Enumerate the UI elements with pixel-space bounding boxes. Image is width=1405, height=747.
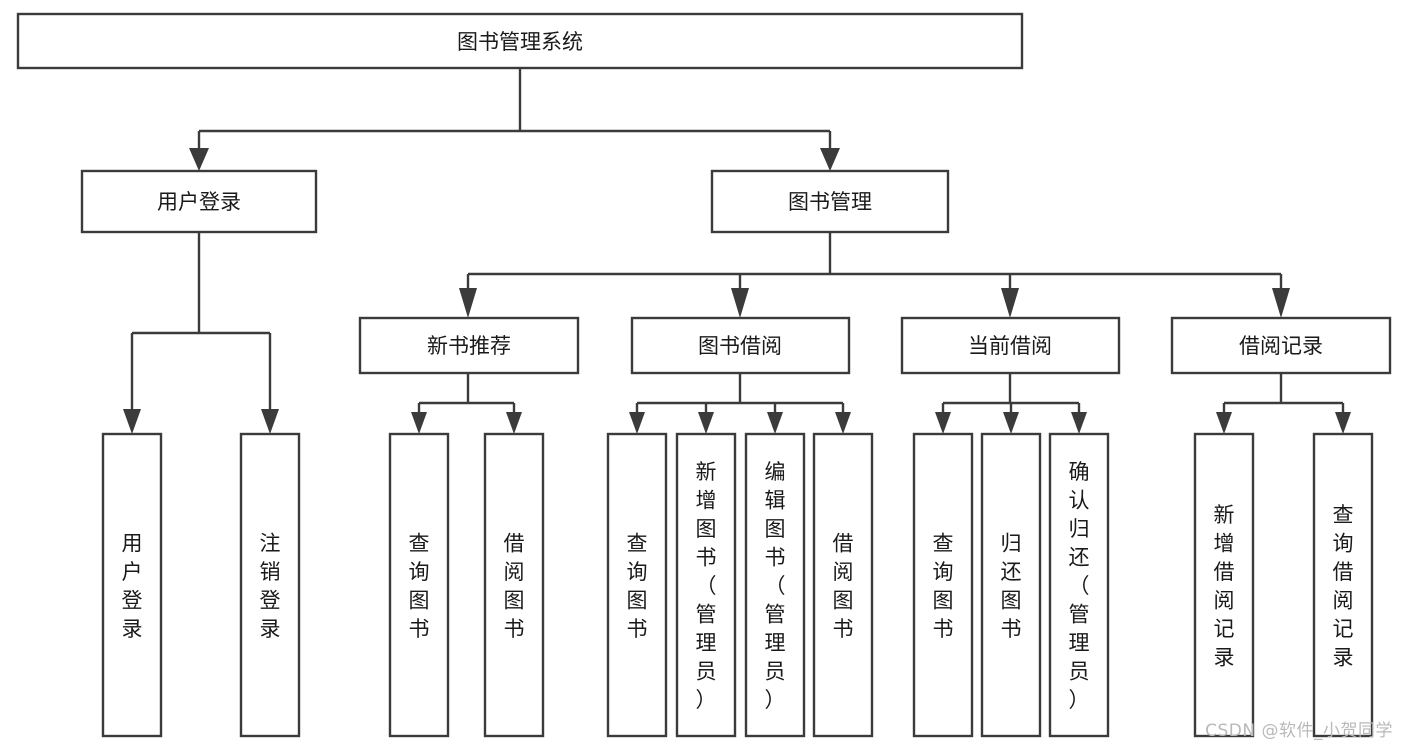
node-leaf-confirm-return-box (1048, 432, 1110, 738)
node-root-label: 图书管理系统 (457, 30, 583, 54)
node-leaf-confirm-return-label: 确认归还（管理员） (1069, 460, 1090, 712)
node-leaf-borrow-book-2-label: 借阅图书 (833, 531, 854, 641)
node-current-borrow[interactable]: 当前借阅 (900, 316, 1121, 375)
node-root[interactable]: 图书管理系统 (16, 12, 1024, 70)
node-leaf-query-record-box (1312, 432, 1374, 738)
node-user-login[interactable]: 用户登录 (80, 169, 318, 234)
arrow-head-current-borrow (1001, 288, 1019, 318)
node-borrow-record-label: 借阅记录 (1239, 334, 1323, 358)
arrow-head-leaf-add-book (698, 412, 714, 434)
node-leaf-query-book-2[interactable]: 查询图书 (606, 432, 668, 738)
node-leaf-confirm-return[interactable]: 确认归还（管理员） (1048, 432, 1110, 738)
node-leaf-query-book-1-label: 查询图书 (409, 531, 430, 641)
node-leaf-add-record-box (1193, 432, 1255, 738)
arrow-head-new-book-recommend (459, 288, 477, 318)
node-new-book-recommend-box (358, 316, 580, 375)
node-leaf-user-login-label: 用户登录 (122, 531, 143, 641)
arrow-head-leaf-add-record (1216, 412, 1232, 434)
node-leaf-query-book-2-label: 查询图书 (627, 531, 648, 641)
node-leaf-edit-book-box (744, 432, 806, 738)
node-leaf-user-login-box (101, 432, 163, 738)
node-book-borrow-box (630, 316, 851, 375)
node-leaf-user-logout-label: 注销登录 (260, 531, 281, 641)
node-leaf-add-book-label: 新增图书（管理员） (696, 460, 717, 712)
node-leaf-return-book[interactable]: 归还图书 (980, 432, 1042, 738)
arrow-head-book-borrow (731, 288, 749, 318)
node-leaf-query-record[interactable]: 查询借阅记录 (1312, 432, 1374, 738)
node-leaf-add-book[interactable]: 新增图书（管理员） (675, 432, 737, 738)
arrow-head-leaf-query-book-2 (629, 412, 645, 434)
node-leaf-borrow-book-1-label: 借阅图书 (504, 531, 525, 641)
arrow-head-leaf-query-record (1335, 412, 1351, 434)
node-leaf-query-book-3-box (912, 432, 974, 738)
node-leaf-query-book-3-label: 查询图书 (933, 531, 954, 641)
arrow-head-leaf-borrow-book-2 (835, 412, 851, 434)
node-leaf-query-book-3[interactable]: 查询图书 (912, 432, 974, 738)
arrow-head-leaf-user-logout (261, 409, 279, 434)
node-book-manage-box (710, 169, 950, 234)
arrow-head-leaf-confirm-return (1071, 412, 1087, 434)
arrow-head-leaf-return-book (1003, 412, 1019, 434)
node-leaf-user-login[interactable]: 用户登录 (101, 432, 163, 738)
node-root-box (16, 12, 1024, 70)
arrow-head-leaf-query-book-3 (935, 412, 951, 434)
arrow-head-leaf-query-book-1 (411, 412, 427, 434)
node-current-borrow-label: 当前借阅 (968, 334, 1052, 358)
arrow-head-user-login (189, 148, 209, 171)
node-leaf-query-book-1[interactable]: 查询图书 (388, 432, 450, 738)
node-book-manage[interactable]: 图书管理 (710, 169, 950, 234)
arrow-head-leaf-edit-book (767, 412, 783, 434)
node-new-book-recommend-label: 新书推荐 (427, 334, 511, 358)
arrow-head-leaf-user-login (123, 409, 141, 434)
node-leaf-add-record[interactable]: 新增借阅记录 (1193, 432, 1255, 738)
node-book-borrow-label: 图书借阅 (698, 334, 782, 358)
arrow-head-borrow-record (1272, 288, 1290, 318)
node-leaf-add-record-label: 新增借阅记录 (1214, 503, 1235, 670)
node-book-borrow[interactable]: 图书借阅 (630, 316, 851, 375)
node-user-login-box (80, 169, 318, 234)
node-leaf-return-book-box (980, 432, 1042, 738)
node-leaf-query-record-label: 查询借阅记录 (1333, 503, 1354, 670)
arrow-head-book-manage (820, 148, 840, 171)
node-leaf-query-book-1-box (388, 432, 450, 738)
connector-layer (123, 68, 1351, 434)
node-user-login-label: 用户登录 (157, 190, 241, 214)
node-leaf-borrow-book-1[interactable]: 借阅图书 (483, 432, 545, 738)
node-current-borrow-box (900, 316, 1121, 375)
arrow-head-leaf-borrow-book-1 (506, 412, 522, 434)
node-leaf-borrow-book-2[interactable]: 借阅图书 (812, 432, 874, 738)
node-leaf-edit-book-label: 编辑图书（管理员） (765, 460, 786, 712)
node-leaf-borrow-book-1-box (483, 432, 545, 738)
node-leaf-user-logout[interactable]: 注销登录 (239, 432, 301, 738)
node-leaf-user-logout-box (239, 432, 301, 738)
node-book-manage-label: 图书管理 (788, 190, 872, 214)
node-borrow-record[interactable]: 借阅记录 (1170, 316, 1392, 375)
node-leaf-query-book-2-box (606, 432, 668, 738)
node-leaf-return-book-label: 归还图书 (1001, 531, 1022, 641)
node-leaf-borrow-book-2-box (812, 432, 874, 738)
node-borrow-record-box (1170, 316, 1392, 375)
node-leaf-edit-book[interactable]: 编辑图书（管理员） (744, 432, 806, 738)
node-new-book-recommend[interactable]: 新书推荐 (358, 316, 580, 375)
node-leaf-add-book-box (675, 432, 737, 738)
